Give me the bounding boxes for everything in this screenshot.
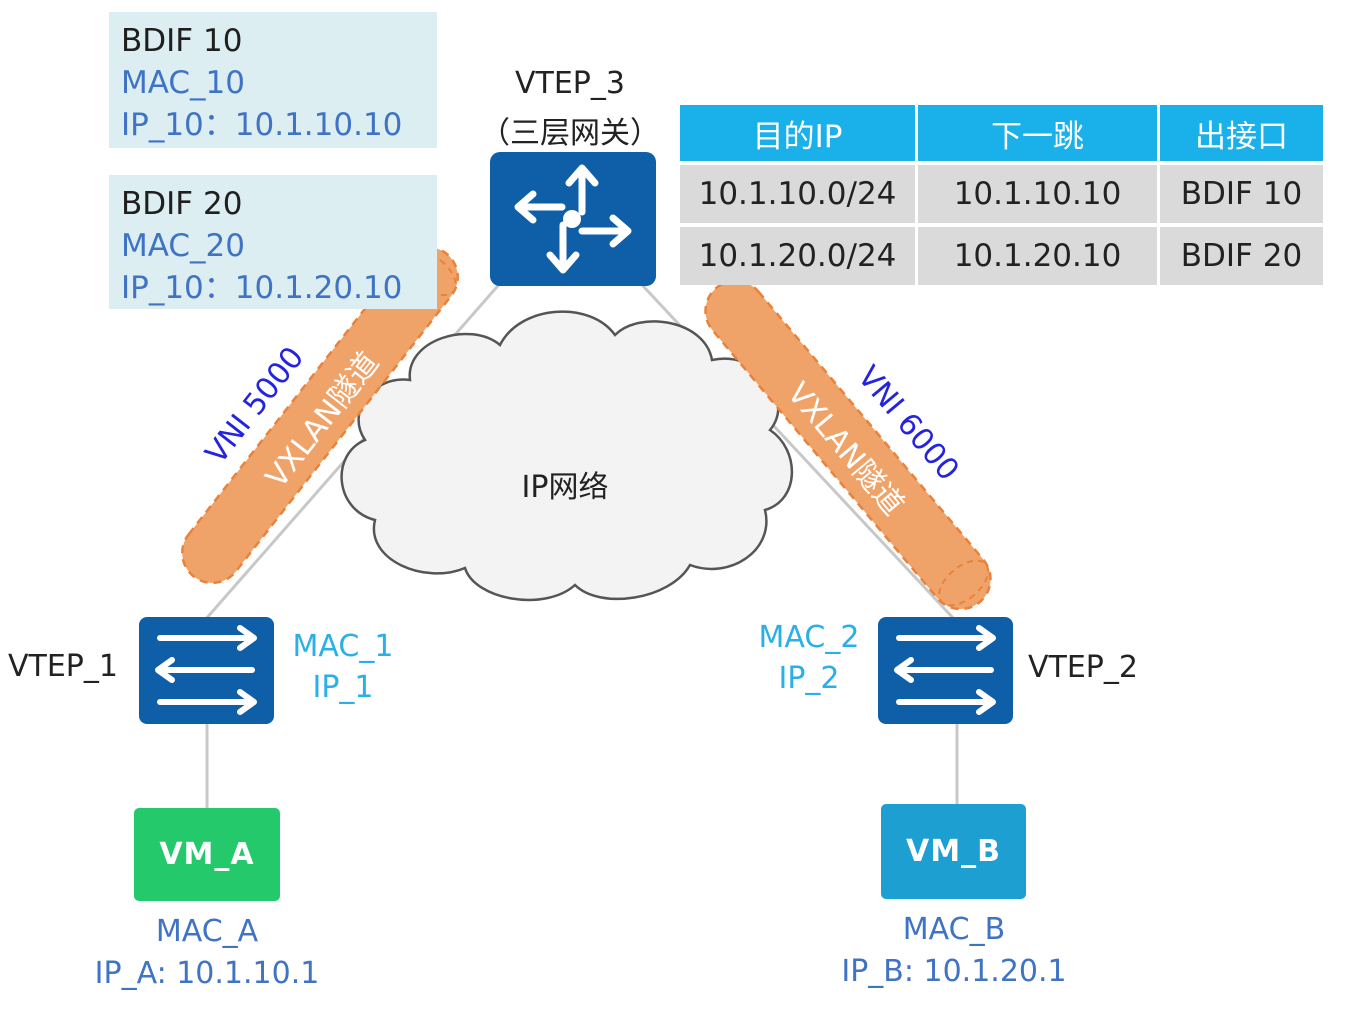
- vtep1-mac: MAC_1: [292, 629, 394, 664]
- bdif-10-ip: IP_10：10.1.10.10: [121, 107, 403, 143]
- switch-icon-vtep1[interactable]: [139, 617, 274, 724]
- vtep3-name: VTEP_3: [515, 66, 625, 101]
- vtep1-ip: IP_1: [312, 670, 374, 705]
- vm-b-box[interactable]: VM_B: [881, 804, 1026, 899]
- bdif-10-name: BDIF 10: [121, 23, 243, 59]
- vtep3-role: （三层网关）: [480, 116, 660, 151]
- vm-a-mac: MAC_A: [155, 914, 259, 949]
- vtep2-mac: MAC_2: [758, 620, 860, 655]
- bdif-20-mac: MAC_20: [121, 228, 245, 264]
- vtep2-name: VTEP_2: [1028, 650, 1138, 685]
- header-out-interface: 出接口: [1160, 105, 1323, 161]
- table-row: 10.1.20.0/24 10.1.20.10 BDIF 20: [680, 227, 1323, 285]
- vm-a-box[interactable]: VM_A: [134, 808, 280, 901]
- route-table: 目的IP 下一跳 出接口 10.1.10.0/24 10.1.10.10 BDI…: [677, 101, 1326, 289]
- header-next-hop: 下一跳: [918, 105, 1157, 161]
- vtep2-ip: IP_2: [778, 661, 840, 696]
- row2-dest-ip: 10.1.20.0/24: [680, 227, 915, 285]
- row1-dest-ip: 10.1.10.0/24: [680, 165, 915, 223]
- bdif-10-box: BDIF 10 MAC_10 IP_10：10.1.10.10: [109, 12, 437, 148]
- row2-out-interface: BDIF 20: [1160, 227, 1323, 285]
- bdif-20-box: BDIF 20 MAC_20 IP_10：10.1.20.10: [109, 175, 437, 309]
- row2-next-hop: 10.1.20.10: [918, 227, 1157, 285]
- row1-next-hop: 10.1.10.10: [918, 165, 1157, 223]
- vm-a-name: VM_A: [159, 837, 255, 872]
- ip-network-cloud: [340, 310, 794, 602]
- bdif-20-ip: IP_10：10.1.20.10: [121, 270, 403, 306]
- route-table-header: 目的IP 下一跳 出接口: [680, 105, 1323, 161]
- vm-a-ip: IP_A: 10.1.10.1: [94, 956, 320, 991]
- row1-out-interface: BDIF 10: [1160, 165, 1323, 223]
- vm-b-name: VM_B: [906, 834, 1001, 869]
- bdif-10-mac: MAC_10: [121, 65, 245, 101]
- vm-b-mac: MAC_B: [902, 912, 1006, 947]
- bdif-20-name: BDIF 20: [121, 186, 243, 222]
- vtep1-name: VTEP_1: [8, 649, 118, 684]
- router-icon[interactable]: [490, 152, 656, 286]
- table-row: 10.1.10.0/24 10.1.10.10 BDIF 10: [680, 165, 1323, 223]
- vxlan-tunnel-right: [704, 279, 992, 611]
- header-dest-ip: 目的IP: [680, 105, 915, 161]
- switch-icon-vtep2[interactable]: [878, 617, 1013, 724]
- vm-b-ip: IP_B: 10.1.20.1: [841, 954, 1067, 989]
- ip-network-label: IP网络: [521, 470, 609, 505]
